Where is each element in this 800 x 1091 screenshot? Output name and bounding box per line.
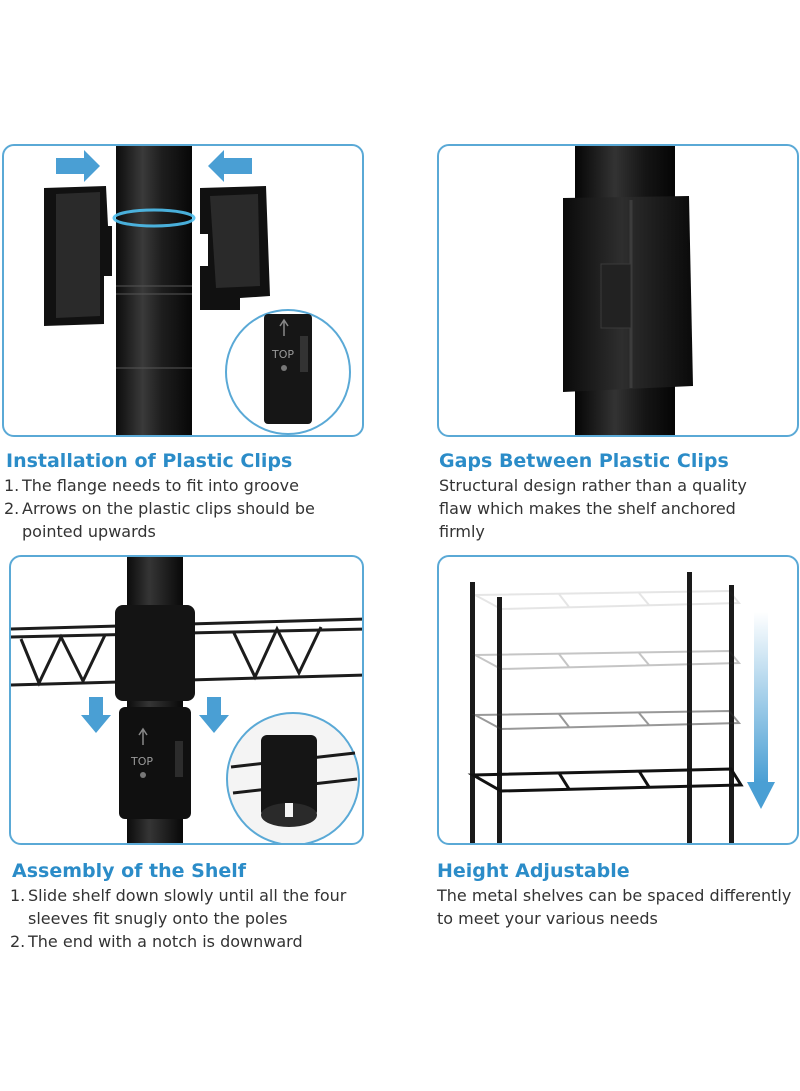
right-plastic-clip (200, 186, 270, 310)
shelf-position-current (467, 767, 744, 793)
shelf-assembly-illustration: TOP (11, 557, 362, 843)
pole-illustration (116, 146, 192, 435)
gaps-description: Structural design rather than a quality … (439, 476, 747, 541)
arrow-down-icon (81, 697, 111, 733)
rack-poles (470, 572, 734, 843)
gaps-image-panel (437, 144, 799, 437)
installation-heading: Installation of Plastic Clips (6, 450, 293, 472)
groove-highlight (112, 208, 196, 228)
shelf-sleeve (115, 605, 195, 701)
height-heading: Height Adjustable (437, 860, 630, 882)
list-item: 2. Arrows on the plastic clips should be… (4, 499, 315, 541)
height-description: The metal shelves can be spaced differen… (437, 886, 792, 928)
list-item: 1. Slide shelf down slowly until all the… (10, 886, 347, 928)
arrow-left-icon (208, 150, 252, 182)
plastic-sleeve (119, 707, 191, 819)
sleeve-top-label: TOP (130, 755, 153, 768)
assembly-image-panel: TOP (9, 555, 364, 845)
left-plastic-clip (44, 186, 112, 326)
shelf-position-faded-1 (471, 589, 742, 611)
gaps-heading: Gaps Between Plastic Clips (439, 450, 729, 472)
list-item: 1. The flange needs to fit into groove (4, 476, 299, 495)
assembly-heading: Assembly of the Shelf (12, 860, 247, 882)
height-adjustable-shelf-illustration (467, 572, 775, 843)
inset-top-label: TOP (271, 348, 294, 361)
arrow-down-icon (199, 697, 229, 733)
installation-image-panel: TOP (2, 144, 364, 437)
installation-steps: 1. The flange needs to fit into groove 2… (4, 474, 344, 543)
height-arrow-shaft (754, 612, 768, 782)
assembly-steps: 1. Slide shelf down slowly until all the… (10, 884, 360, 953)
shelf-position-faded-2 (471, 649, 742, 671)
arrow-right-icon (56, 150, 100, 182)
height-image-panel (437, 555, 799, 845)
shelf-position-faded-3 (471, 709, 742, 731)
arrow-down-icon (747, 782, 775, 809)
plastic-clip-installation-illustration: TOP (44, 146, 351, 435)
list-item: 2. The end with a notch is downward (10, 932, 303, 951)
clip-gap-illustration (563, 146, 693, 435)
